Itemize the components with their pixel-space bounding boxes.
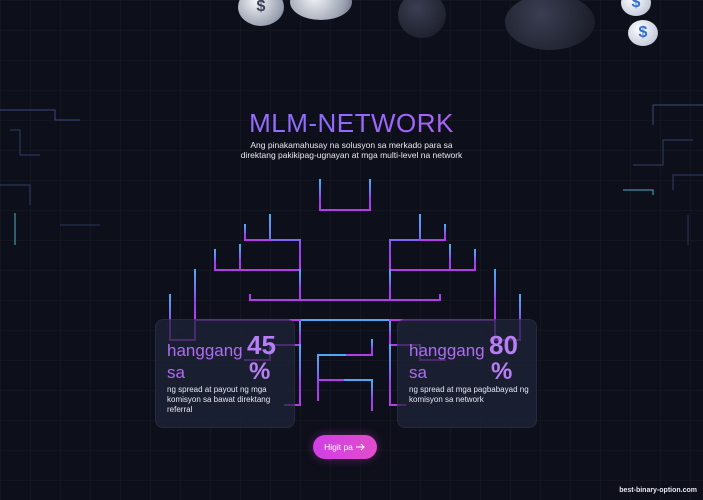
stat-label-sa: sa xyxy=(167,363,185,382)
more-button-label: Higit pa xyxy=(324,442,353,452)
stat-percent-sign: % xyxy=(491,358,513,385)
watermark-text: best-binary-option.com xyxy=(619,487,697,494)
stat-description: ng spread at mga pagbabayad ng komisyon … xyxy=(409,385,529,404)
stat-card-direct-referral: hanggang sa 45 % ng spread at payout ng … xyxy=(155,319,295,428)
left-circuit-decoration xyxy=(0,109,100,245)
more-button[interactable]: Higit pa xyxy=(313,435,377,459)
page-subtitle: Ang pinakamahusay na solusyon sa merkado… xyxy=(240,140,463,160)
stat-percent-sign: % xyxy=(249,358,271,385)
page-title: MLM-NETWORK xyxy=(0,108,703,139)
stat-percent-value: 45 xyxy=(247,330,276,360)
arrow-right-icon xyxy=(355,443,365,451)
stat-label-upto: hanggang xyxy=(167,341,243,360)
stat-percent-value: 80 xyxy=(489,330,518,360)
stat-label-sa: sa xyxy=(409,363,427,382)
coin-dollar-icon: $ xyxy=(628,20,658,46)
stat-card-network: hanggang sa 80 % ng spread at mga pagbab… xyxy=(397,319,537,428)
coin-icon xyxy=(398,0,446,38)
coin-dollar-icon: $ xyxy=(621,0,651,16)
coin-icon xyxy=(290,0,352,20)
stat-label-upto: hanggang xyxy=(409,341,485,360)
right-circuit-decoration xyxy=(623,104,703,245)
coin-icon xyxy=(505,0,595,50)
stat-description: ng spread at payout ng mga komisyon sa b… xyxy=(167,385,271,414)
